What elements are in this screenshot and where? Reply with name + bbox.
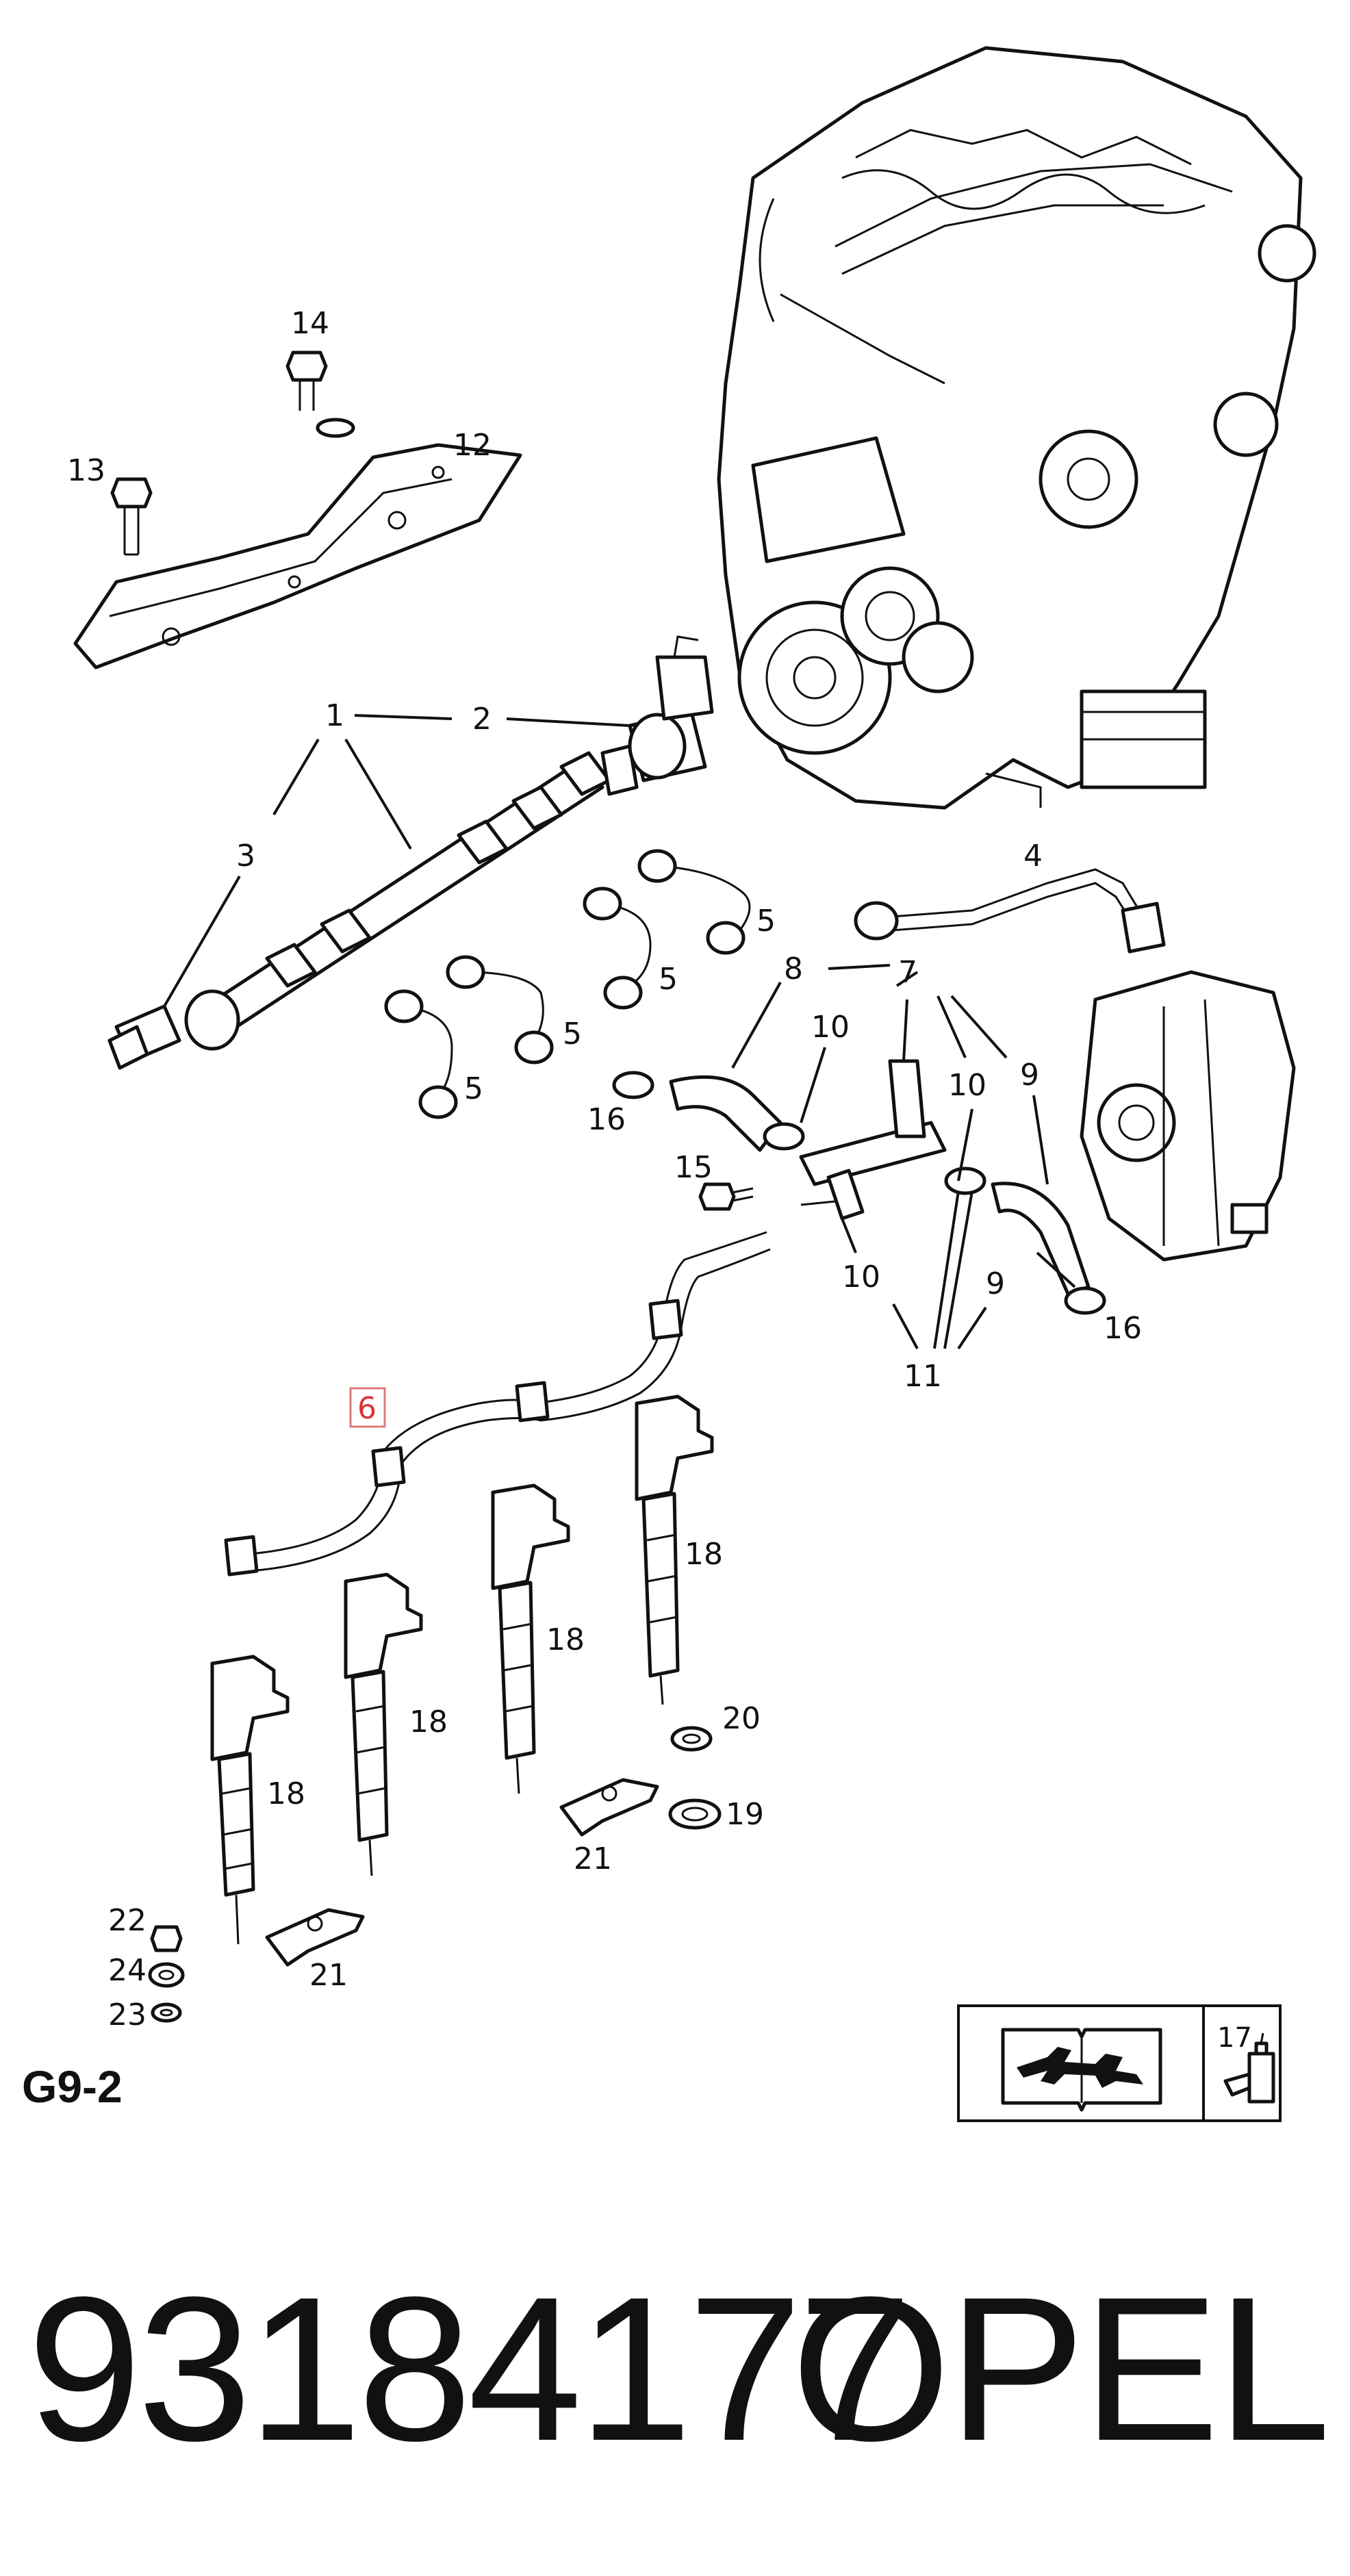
callout-10c: 10: [842, 1260, 880, 1295]
footer-banner: 93184177 OPEL: [27, 2254, 1331, 2484]
callout-16a: 16: [587, 1102, 626, 1137]
callout-15: 15: [674, 1150, 713, 1185]
part-number: 93184177: [27, 2254, 913, 2484]
callout-12: 12: [453, 428, 492, 463]
callout-16b: 16: [1104, 1311, 1142, 1346]
brand-name: OPEL: [791, 2254, 1331, 2484]
callout-14: 14: [291, 306, 329, 341]
callout-22: 22: [108, 1903, 147, 1938]
callout-5d: 5: [464, 1071, 483, 1106]
return-line-assembly: [612, 1059, 1106, 1315]
injector-1: [210, 1655, 290, 1945]
callout-1: 1: [325, 698, 344, 733]
callout-21b: 21: [309, 1958, 348, 1993]
bracket-assembly: [73, 350, 522, 669]
callout-23: 23: [108, 1998, 147, 2032]
callout-11: 11: [904, 1359, 942, 1394]
callout-3: 3: [236, 839, 255, 873]
callout-13: 13: [67, 453, 105, 488]
engine-illustration: [717, 46, 1316, 810]
small-parts: [148, 1726, 722, 2023]
callout-2: 2: [472, 702, 492, 737]
callout-9a: 9: [1020, 1058, 1039, 1093]
callout-6-highlight: [349, 1387, 386, 1428]
callout-5b: 5: [659, 962, 678, 997]
sealant-tube-icon: [1223, 2032, 1275, 2104]
callout-8: 8: [784, 952, 803, 986]
callout-5a: 5: [756, 904, 776, 939]
injector-group: [210, 1394, 714, 1945]
leader-lines: [163, 714, 1076, 1350]
fuel-rail-assembly: [107, 635, 714, 1070]
injector-2: [344, 1572, 423, 1876]
service-manual-icon: [1001, 2028, 1162, 2112]
callout-20: 20: [722, 1701, 761, 1736]
callout-9b: 9: [986, 1266, 1005, 1301]
callout-7: 7: [898, 955, 917, 990]
leak-off-hose: [224, 1231, 771, 1577]
fuel-pipes: [384, 849, 1166, 1119]
callout-labels: 1 2 3 4 5 5 5 5 7 8 9 9 10 10 10 11 12 1…: [67, 306, 1142, 2032]
callout-4: 4: [1023, 839, 1043, 873]
callout-24: 24: [108, 1953, 147, 1988]
callout-21a: 21: [574, 1841, 612, 1876]
callout-19: 19: [726, 1797, 764, 1832]
callout-6[interactable]: 6: [357, 1391, 377, 1426]
callout-18b: 18: [409, 1705, 448, 1739]
injector-3: [491, 1483, 570, 1794]
callout-5c: 5: [563, 1017, 582, 1051]
callout-18a: 18: [267, 1776, 305, 1811]
parts-diagram: 1 2 3 4 5 5 5 5 7 8 9 9 10 10 10 11 12 1…: [67, 46, 1316, 2122]
pump-illustration: [1080, 970, 1296, 1262]
callout-18c: 18: [546, 1622, 585, 1657]
callout-10a: 10: [811, 1010, 850, 1045]
callout-17: 17: [1217, 2022, 1252, 2054]
reference-box: 17: [957, 2004, 1282, 2122]
injector-4: [635, 1394, 714, 1705]
page-code: G9-2: [22, 2061, 123, 2112]
callout-18d: 18: [685, 1537, 723, 1572]
callout-10b: 10: [948, 1068, 986, 1103]
